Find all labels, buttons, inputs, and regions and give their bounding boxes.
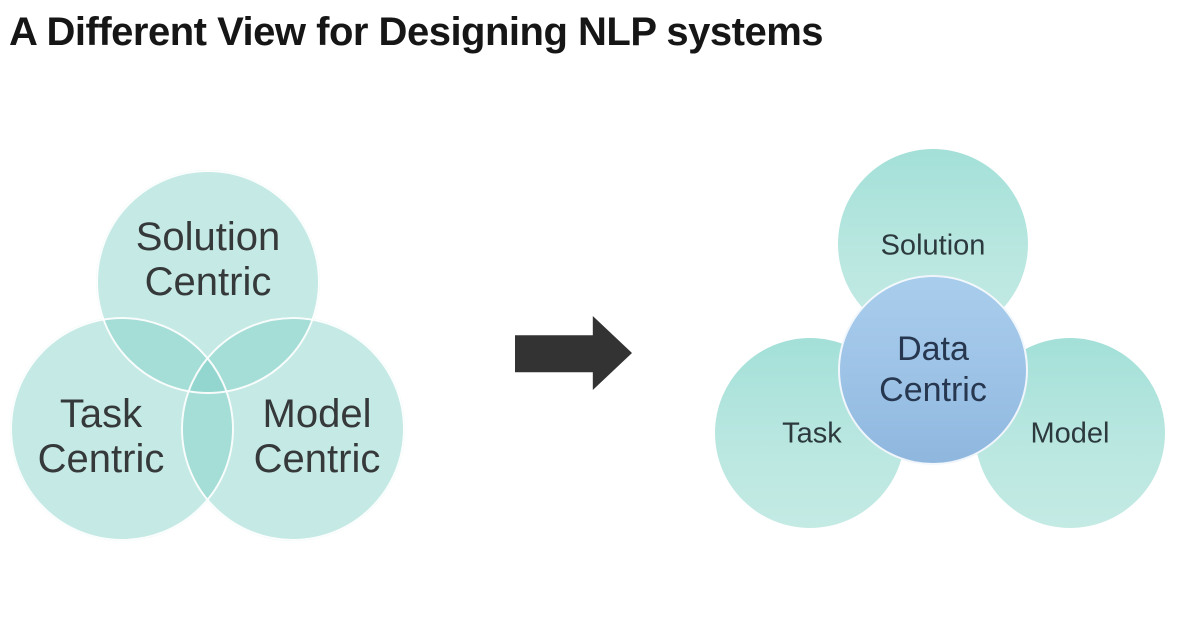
cluster-label-solution: Solution <box>880 229 986 262</box>
slide-title: A Different View for Designing NLP syste… <box>9 10 824 54</box>
venn-label-model-line2: Centric <box>253 437 381 481</box>
cluster-label-model: Model <box>1030 417 1110 450</box>
cluster-label-data-line2: Centric <box>879 371 987 409</box>
right-arrow-icon <box>515 316 632 390</box>
venn-label-task-line2: Centric <box>37 437 165 481</box>
venn-label-model-line1: Model <box>262 392 372 436</box>
cluster-label-data-line1: Data <box>897 330 969 368</box>
venn-label-model-centric: Model Centric <box>254 392 381 482</box>
venn-label-task-centric: Task Centric <box>38 392 165 482</box>
cluster-circle-data-centric <box>838 275 1028 465</box>
cluster-label-data-centric: Data Centric <box>879 329 987 411</box>
venn-label-task-line1: Task <box>59 392 143 436</box>
venn-label-solution-line2: Centric <box>144 260 272 304</box>
venn-ring-model <box>181 317 405 541</box>
venn-label-solution-line1: Solution <box>135 215 281 259</box>
cluster-label-task: Task <box>782 417 842 450</box>
venn-label-solution-centric: Solution Centric <box>136 215 281 305</box>
